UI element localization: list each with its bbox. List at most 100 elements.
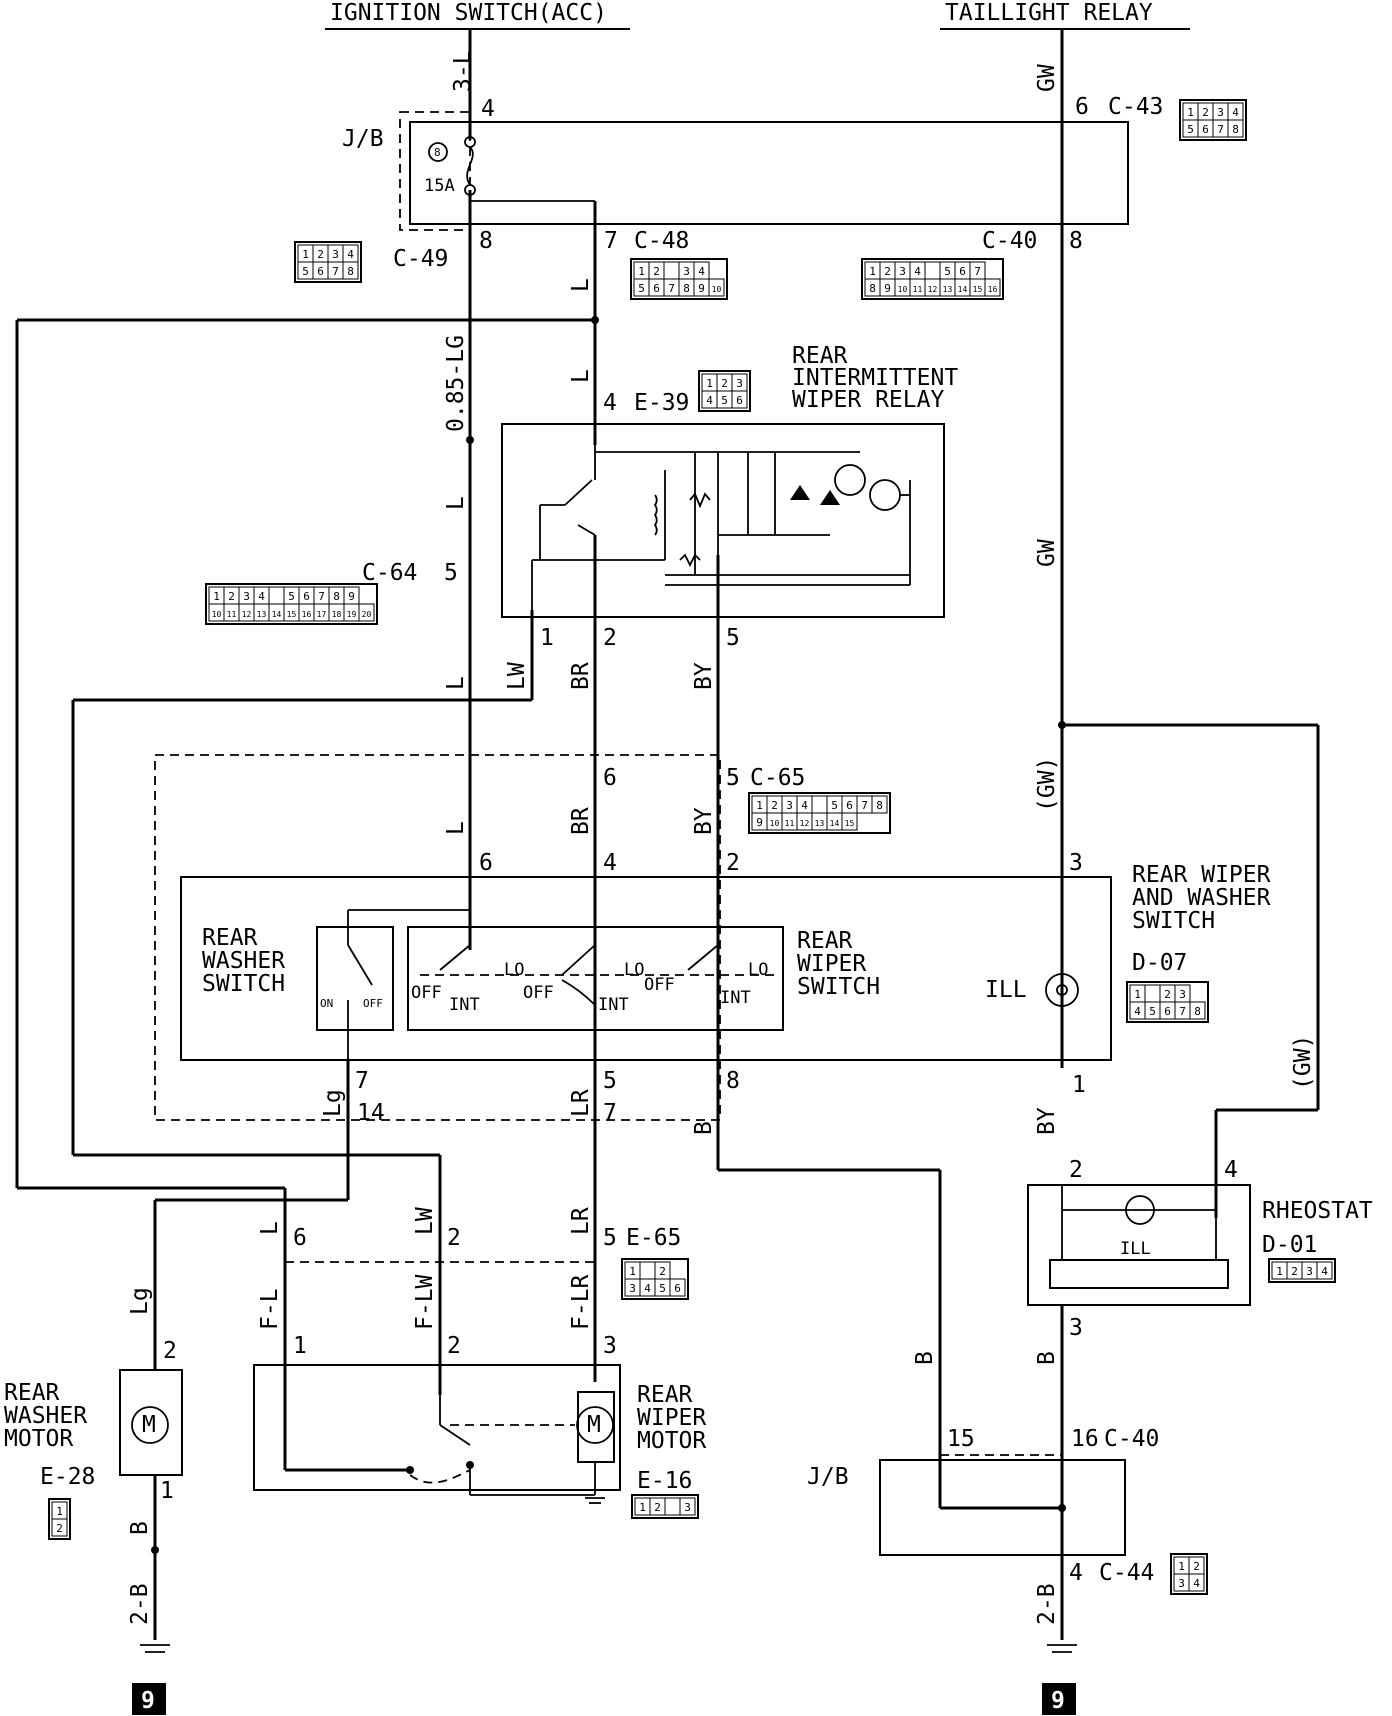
connector-pin-number: 4	[914, 265, 921, 278]
connector-pin-cell	[1189, 1001, 1206, 1020]
wire-label: BY	[691, 662, 717, 690]
connector-outline	[1126, 981, 1209, 1023]
wire-label: L	[443, 676, 469, 690]
washer-switch-off: OFF	[363, 997, 383, 1010]
wiper-motor-title-2: WIPER	[637, 1405, 706, 1431]
connector-pin-number: 7	[318, 590, 325, 603]
connector-pin-number: 3	[899, 265, 906, 278]
rheostat-ill: ILL	[1120, 1239, 1151, 1259]
pin-label: 1	[160, 1478, 174, 1504]
wire-label: B	[912, 1351, 938, 1365]
connector-pin-cell	[811, 795, 828, 814]
connector-pin-cell	[984, 278, 1001, 297]
wire-label: Lg	[320, 1089, 346, 1117]
wiper-pos-lo-1: LO	[504, 960, 524, 980]
connector-pin-number: 11	[785, 819, 795, 828]
wire-label: (GW)	[1290, 1035, 1316, 1090]
wire-label: F-L	[257, 1288, 283, 1330]
conn-e65-name: E-65	[626, 1225, 681, 1251]
connector-pin-number: 5	[302, 265, 309, 278]
connector-pin-cell	[841, 812, 858, 831]
connector-outline	[748, 792, 891, 834]
connector-pin-number: 5	[1149, 1005, 1156, 1018]
conn-c64-name: C-64	[362, 560, 417, 586]
jb-label: J/B	[342, 126, 384, 152]
connector-pin-number: 8	[869, 282, 876, 295]
connector-pin-number: 6	[1164, 1005, 1171, 1018]
connector-pin-number: 7	[668, 282, 675, 295]
connector-pin-cell	[1188, 1573, 1205, 1592]
connector-pin-number: 4	[801, 799, 808, 812]
pin-label: 2	[447, 1225, 461, 1251]
connector-pin-number: 15	[845, 819, 855, 828]
connector-pin-cell	[342, 261, 359, 280]
connector-pin-cell	[1144, 984, 1161, 1003]
connector-pin-number: 1	[639, 1501, 646, 1514]
connector-pin-number: 5	[721, 394, 728, 407]
wire-label: L	[443, 821, 469, 835]
connector-pin-number: 1	[56, 1505, 63, 1518]
pin-label: 2	[1069, 1157, 1083, 1183]
connector-pin-number: 18	[332, 610, 342, 619]
switch-title-2: AND WASHER	[1132, 885, 1271, 911]
connector-pin-number: 1	[1276, 1265, 1283, 1278]
connector-outline	[1268, 1258, 1336, 1283]
washer-switch-on: ON	[320, 997, 333, 1010]
connector-pin-number: 17	[317, 610, 327, 619]
connector-pin-cell	[679, 1497, 696, 1516]
connector-outline	[631, 1494, 699, 1519]
connector-pin-number: 2	[1202, 106, 1209, 119]
washer-motor-box: M	[119, 1369, 183, 1476]
wire-label: B	[1034, 1351, 1060, 1365]
wire-label: L	[443, 496, 469, 510]
pin-label: 6	[293, 1225, 307, 1251]
connector-pin-number: 12	[928, 285, 938, 294]
pin-label: 8	[1069, 228, 1083, 254]
connector-outline	[861, 258, 1004, 300]
pin-label: 3	[603, 1333, 617, 1359]
connector-pin-number: 1	[302, 248, 309, 261]
ill-label: ILL	[985, 977, 1027, 1003]
fuse-rating: 15A	[424, 176, 455, 196]
wiper-motor-box: M	[253, 1364, 621, 1504]
washer-motor-symbol: M	[142, 1412, 156, 1438]
wiper-pos-int-3: INT	[720, 988, 751, 1008]
pin-label: 5	[603, 1068, 617, 1094]
connector-pin-cell	[1316, 1261, 1333, 1280]
wire-label: Lg	[127, 1287, 153, 1315]
connector-pin-number: 1	[213, 590, 220, 603]
pin-label: 7	[604, 228, 618, 254]
wiper-pos-lo-3: LO	[748, 960, 768, 980]
connector-pin-number: 4	[258, 590, 265, 603]
junction-block-bottom	[879, 1454, 1126, 1556]
connector-pin-number: 9	[756, 816, 763, 829]
pin-label: 1	[1072, 1072, 1086, 1098]
pin-label: 8	[479, 228, 493, 254]
connector-pin-number: 3	[243, 590, 250, 603]
wire-color-labels: 3-L GW L L 0.85-LG L L LW BR BY GW (GW) …	[127, 50, 1316, 1625]
ground-ref-number: 9	[1051, 1688, 1065, 1714]
pin-label: 5	[444, 560, 458, 586]
ill-lamp	[1045, 973, 1079, 1007]
pin-label: 2	[603, 625, 617, 651]
connector-pin-cell	[663, 261, 680, 280]
connector-pin-number: 3	[1217, 106, 1224, 119]
conn-c40-name: C-40	[982, 228, 1037, 254]
conn-c65-name: C-65	[750, 765, 805, 791]
relay-title-1: REAR	[792, 343, 848, 369]
wiper-switch-title-2: WIPER	[797, 951, 866, 977]
washer-switch-title-3: SWITCH	[202, 971, 285, 997]
connector-pin-number: 6	[959, 265, 966, 278]
connector-pin-number: 9	[884, 282, 891, 295]
wire-label: BY	[691, 807, 717, 835]
switch-box	[154, 754, 1112, 1121]
ground-ref-right: 9	[1042, 1683, 1076, 1715]
connector-pin-number: 9	[698, 282, 705, 295]
connector-pin-number: 3	[736, 377, 743, 390]
connector-pin-number: 15	[287, 610, 297, 619]
connector-pin-cell	[268, 586, 285, 605]
pin-label: 5	[603, 1225, 617, 1251]
connector-pin-number: 10	[770, 819, 780, 828]
